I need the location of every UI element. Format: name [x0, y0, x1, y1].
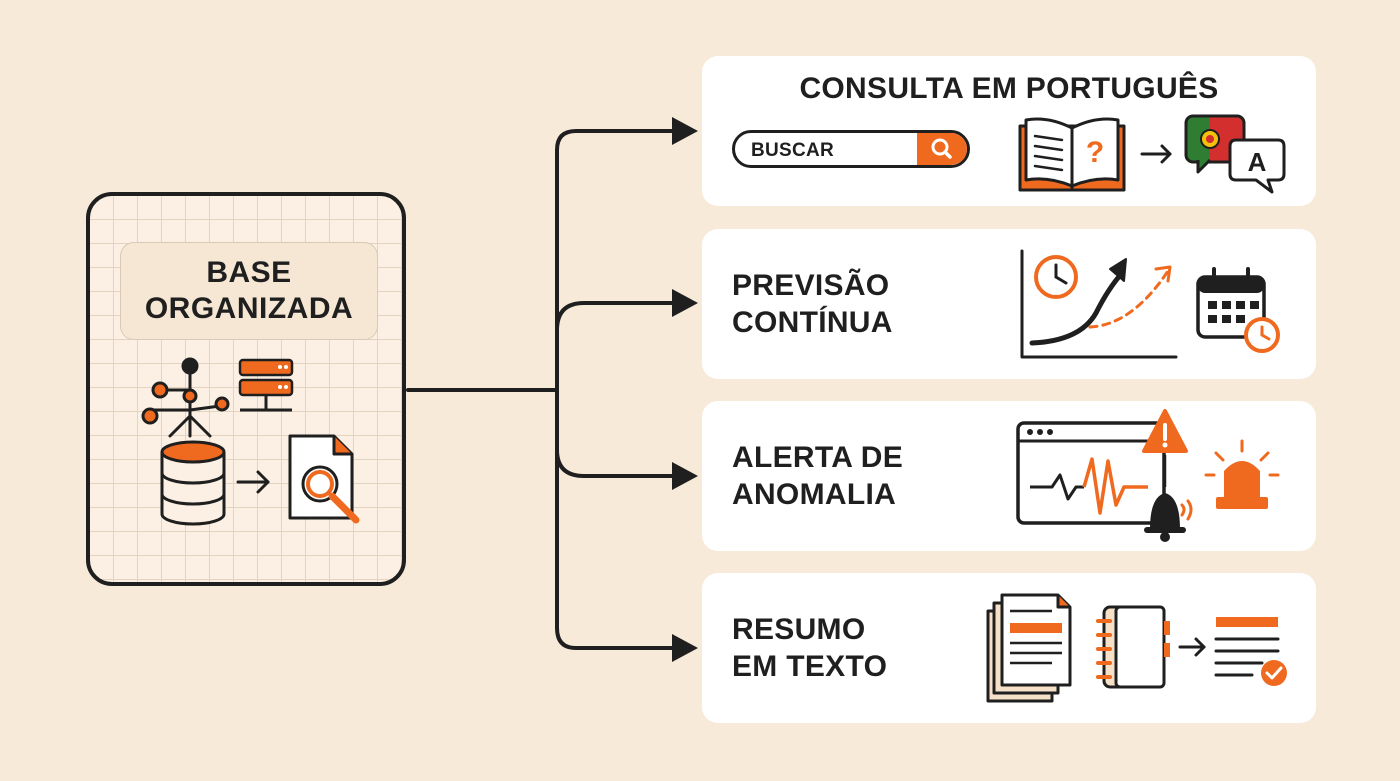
branch-resumo [555, 388, 678, 650]
source-title-line2: ORGANIZADA [144, 292, 354, 325]
card-previsao-title-line2: CONTÍNUA [732, 306, 893, 339]
search-icon [931, 138, 952, 159]
book-question-icon: ? [1018, 117, 1126, 192]
arrow-right-icon [1178, 637, 1206, 657]
card-previsao-title-line1: PREVISÃO [732, 269, 890, 302]
network-icon [141, 357, 230, 438]
card-previsao-icons [1020, 249, 1280, 359]
search-button[interactable] [917, 133, 967, 165]
arrowhead-resumo [672, 634, 698, 662]
search-bar[interactable]: BUSCAR [732, 130, 970, 168]
card-resumo-title: RESUMO EM TEXTO [732, 611, 887, 685]
source-title: BASE ORGANIZADA [120, 242, 378, 340]
documents-stack-icon [986, 593, 1072, 703]
card-alerta: ALERTA DE ANOMALIA [702, 401, 1316, 551]
trend-chart-icon [1020, 249, 1178, 359]
monitor-wave-icon [1016, 421, 1166, 525]
siren-icon [1204, 439, 1280, 509]
notebook-icon [1096, 605, 1170, 689]
card-resumo-title-line1: RESUMO [732, 613, 866, 646]
branch-alerta [555, 448, 678, 478]
card-consulta: CONSULTA EM PORTUGUÊS BUSCAR ? [702, 56, 1316, 206]
card-alerta-icons [1016, 409, 1280, 542]
svg-text:A: A [1248, 147, 1267, 177]
card-previsao: PREVISÃO CONTÍNUA [702, 229, 1316, 379]
document-search-icon [288, 434, 360, 524]
card-consulta-icons: ? A [1018, 114, 1286, 194]
card-consulta-title: CONSULTA EM PORTUGUÊS [702, 70, 1316, 107]
chat-a-icon: A [1228, 138, 1286, 194]
card-consulta-title-line1: CONSULTA EM PORTUGUÊS [799, 72, 1219, 105]
card-previsao-title: PREVISÃO CONTÍNUA [732, 267, 893, 341]
arrow-right-icon [236, 470, 270, 494]
card-alerta-title: ALERTA DE ANOMALIA [732, 439, 903, 513]
card-alerta-title-line2: ANOMALIA [732, 478, 897, 511]
summary-check-icon [1214, 617, 1287, 686]
arrowhead-alerta [672, 462, 698, 490]
warning-icon [1142, 409, 1188, 487]
svg-text:?: ? [1086, 136, 1104, 169]
bell-icon [1144, 493, 1193, 542]
calendar-clock-icon [1196, 267, 1280, 353]
source-icon-group [141, 357, 360, 526]
arrowhead-consulta [672, 117, 698, 145]
card-resumo: RESUMO EM TEXTO [702, 573, 1316, 723]
clock-icon [1034, 255, 1078, 299]
branch-previsao [555, 301, 678, 332]
database-icon [160, 440, 226, 526]
arrowhead-previsao [672, 289, 698, 317]
branch-consulta [555, 129, 678, 392]
source-title-line1: BASE [206, 256, 292, 289]
server-icon [238, 358, 294, 412]
card-resumo-title-line2: EM TEXTO [732, 650, 888, 683]
card-alerta-title-line1: ALERTA DE [732, 441, 904, 474]
search-label: BUSCAR [751, 140, 835, 161]
source-box: BASE ORGANIZADA [86, 192, 406, 586]
card-resumo-icons [986, 593, 1287, 703]
arrow-right-icon [1140, 144, 1172, 164]
